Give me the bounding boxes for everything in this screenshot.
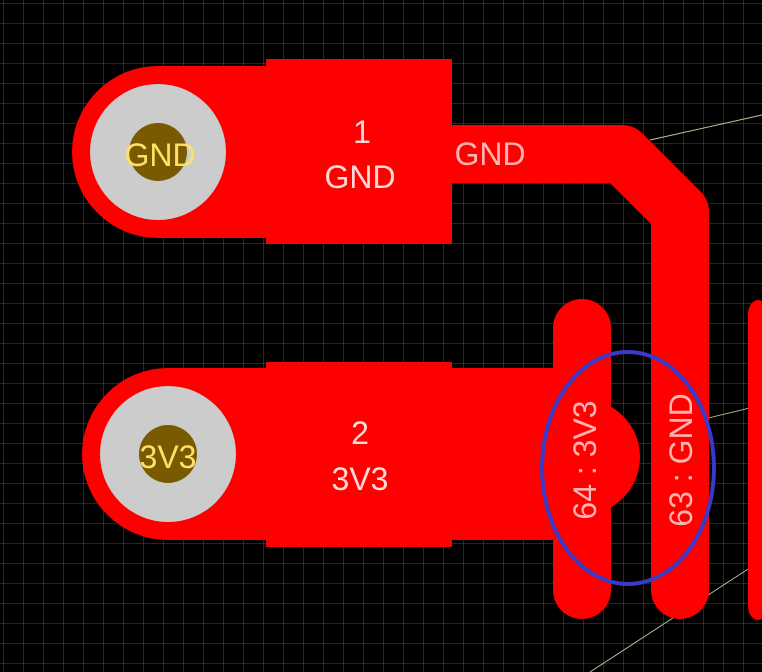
- pad-1-smd: [266, 59, 452, 244]
- pad-2[interactable]: [82, 362, 452, 547]
- v33-trace-bulge-round: [524, 399, 640, 515]
- pad-1-drill: [129, 123, 187, 181]
- ic-pin-64-label: 64 : 3V3: [567, 400, 603, 519]
- pad-1[interactable]: [72, 59, 452, 244]
- ic-pin-next-pad[interactable]: [748, 300, 762, 620]
- pad-2-hole-label: 3V3: [140, 439, 197, 475]
- pad-2-net-name: 3V3: [332, 461, 389, 497]
- selection-highlight-ellipse: [540, 350, 716, 586]
- pad-1-net-name: GND: [324, 159, 395, 195]
- gnd-trace[interactable]: [411, 125, 709, 619]
- pad-2-drill: [139, 425, 197, 483]
- pad-1-hole-label: GND: [124, 137, 195, 173]
- pad-2-smd: [266, 362, 452, 547]
- pad-2-number: 2: [351, 415, 369, 451]
- ic-pin-63-label: 63 : GND: [663, 393, 699, 526]
- ratsnest-line: [649, 114, 762, 141]
- pad-1-number: 1: [353, 114, 371, 150]
- gnd-trace-net-label: GND: [454, 136, 525, 172]
